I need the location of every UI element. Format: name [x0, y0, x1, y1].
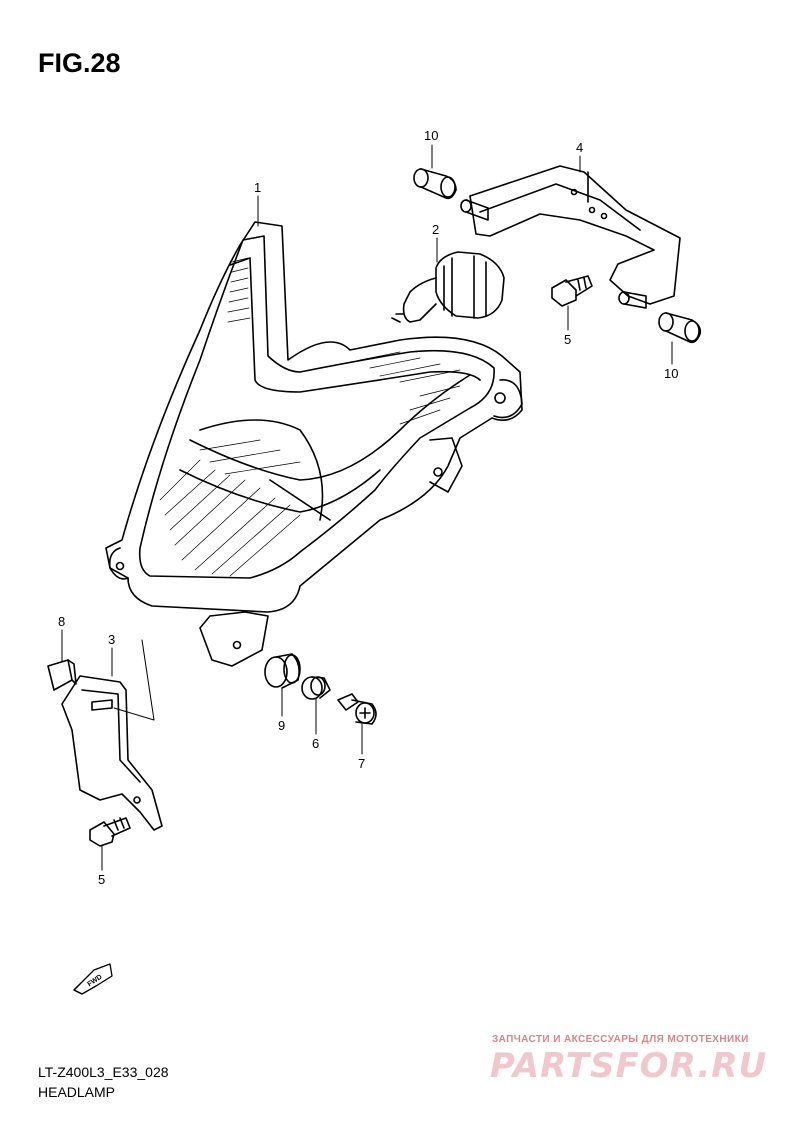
watermark-logo: PARTSFOR.RU [490, 1046, 768, 1086]
callout-10-right: 10 [664, 366, 678, 381]
callout-3: 3 [108, 632, 115, 647]
callout-10-top: 10 [424, 128, 438, 143]
watermark-tagline: ЗАПЧАСТИ И АКСЕССУАРЫ ДЛЯ МОТОТЕХНИКИ [492, 1034, 749, 1045]
callout-2: 2 [432, 222, 439, 237]
callout-9: 9 [278, 718, 285, 733]
figure-title: FIG.28 [38, 48, 121, 78]
fwd-arrow [73, 963, 113, 995]
bulb [391, 251, 505, 323]
headlamp-housing [105, 221, 523, 667]
bracket [460, 165, 681, 309]
bolt-upper [551, 275, 593, 307]
nut [47, 659, 77, 691]
callout-5-upper: 5 [564, 332, 571, 347]
callout-1: 1 [254, 180, 261, 195]
callout-7: 7 [358, 756, 365, 771]
collar [301, 676, 331, 700]
bolt-lower [89, 817, 131, 847]
grommet-right [658, 312, 702, 344]
callout-4: 4 [576, 140, 583, 155]
leader-lines [61, 144, 673, 871]
side-bracket [61, 675, 163, 831]
callout-8: 8 [58, 614, 65, 629]
figure-code: LT-Z400L3_E33_028 [38, 1064, 169, 1080]
screw [337, 693, 377, 725]
callout-labels: 1 2 3 4 5 5 6 7 8 9 10 10 FWD [58, 128, 678, 988]
grommet-top [413, 168, 457, 200]
callout-5-lower: 5 [98, 872, 105, 887]
rubber-cushion [264, 653, 301, 689]
callout-6: 6 [312, 736, 319, 751]
figure-caption: HEADLAMP [38, 1084, 116, 1100]
